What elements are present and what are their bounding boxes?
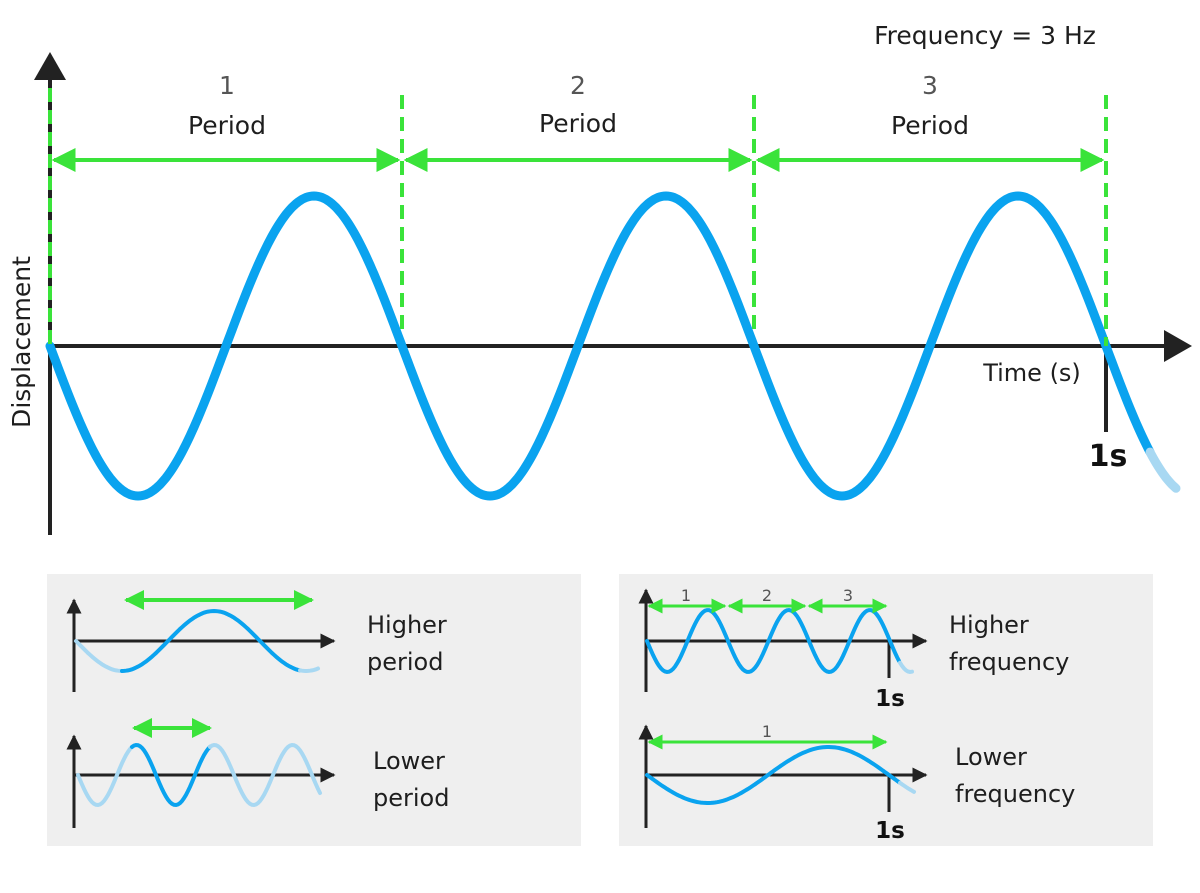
lower-frequency-graph: 1 1s: [638, 722, 928, 844]
one-second-label: 1s: [1089, 439, 1128, 474]
y-axis-label: Displacement: [7, 256, 36, 428]
higher-period-line-1: Higher: [367, 611, 447, 639]
y-axis-arrowhead: [34, 52, 66, 80]
period-boundaries: [48, 88, 1108, 346]
higher-frequency-line-1: Higher: [949, 611, 1029, 639]
lower-frequency-number-1: 1: [762, 722, 772, 741]
period-label-3: Period: [891, 111, 969, 140]
higher-frequency-number-2: 2: [762, 586, 772, 605]
main-diagram: Frequency = 3 Hz Displacement Time (s) 1…: [7, 21, 1192, 535]
displacement-wave: [45, 191, 1155, 501]
period-label-2: Period: [539, 109, 617, 138]
higher-period-graph: [66, 590, 336, 692]
lower-period-graph: [66, 718, 336, 828]
higher-frequency-number-1: 1: [681, 586, 691, 605]
period-number-3: 3: [922, 71, 938, 100]
period-number-2: 2: [570, 71, 586, 100]
lower-frequency-line-1: Lower: [955, 743, 1027, 771]
higher-frequency-number-3: 3: [843, 586, 853, 605]
higher-frequency-line-2: frequency: [949, 648, 1069, 676]
lower-period-line-2: period: [373, 784, 449, 812]
period-panel-bg: [47, 574, 581, 846]
frequency-label: Frequency = 3 Hz: [874, 21, 1096, 50]
displacement-wave-fade: [1145, 447, 1181, 493]
lower-frequency-line-2: frequency: [955, 780, 1075, 808]
higher-period-line-2: period: [367, 648, 443, 676]
lower-frequency-1s-label: 1s: [875, 818, 905, 844]
higher-frequency-1s-label: 1s: [875, 686, 905, 712]
frequency-panel-bg: [619, 574, 1153, 846]
period-label-1: Period: [188, 111, 266, 140]
x-axis-label: Time (s): [982, 359, 1081, 387]
period-number-1: 1: [219, 71, 235, 100]
higher-frequency-graph: 1 2 3 1s: [638, 586, 928, 712]
x-axis-arrowhead: [1164, 330, 1192, 362]
lower-period-line-1: Lower: [373, 747, 445, 775]
period-panel: Higher period Lower period: [47, 574, 581, 846]
frequency-panel: 1 2 3 1s Higher frequency 1 1s Lower fre…: [619, 574, 1153, 846]
